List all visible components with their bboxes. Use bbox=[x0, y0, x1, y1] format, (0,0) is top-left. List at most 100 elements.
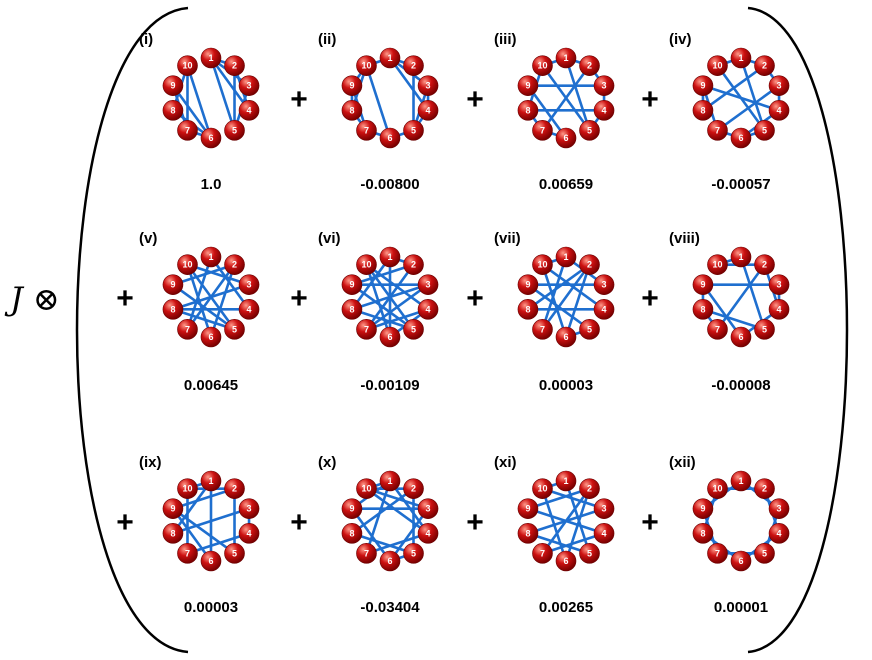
node-number: 2 bbox=[232, 61, 237, 71]
graph-node bbox=[768, 100, 790, 121]
node-number: 5 bbox=[762, 548, 767, 558]
graph-coefficient: 0.00645 bbox=[184, 377, 238, 394]
graph-node bbox=[417, 274, 439, 295]
graph-node bbox=[379, 47, 401, 69]
graph-edge bbox=[209, 263, 236, 339]
graph-node bbox=[162, 498, 184, 519]
node-number: 5 bbox=[587, 548, 592, 558]
node-number: 6 bbox=[387, 332, 392, 342]
graph-edge bbox=[350, 308, 415, 331]
node-number: 2 bbox=[762, 484, 767, 494]
node-number: 7 bbox=[715, 324, 720, 334]
node-number: 9 bbox=[525, 504, 530, 514]
graph-edge bbox=[716, 64, 766, 132]
graph-node bbox=[730, 550, 752, 572]
graph-edge bbox=[388, 507, 430, 563]
node-number: 8 bbox=[525, 105, 530, 115]
node-number: 6 bbox=[208, 332, 213, 342]
node-number: 9 bbox=[525, 280, 530, 290]
graph-edge bbox=[564, 56, 591, 132]
graph-coefficient: 0.00265 bbox=[539, 599, 593, 616]
graph-edge bbox=[186, 263, 236, 331]
graph-node bbox=[730, 127, 752, 149]
graph-node bbox=[593, 100, 615, 121]
node-number: 1 bbox=[208, 53, 213, 63]
graph-node bbox=[707, 478, 728, 499]
node-number: 10 bbox=[182, 260, 192, 270]
graph-node bbox=[517, 100, 539, 121]
graph-node bbox=[555, 47, 577, 69]
node-number: 10 bbox=[182, 61, 192, 71]
graph-node bbox=[162, 523, 184, 544]
graph-label: (iv) bbox=[669, 31, 692, 48]
plus-sign: + bbox=[466, 282, 484, 315]
graph-node bbox=[707, 543, 728, 564]
graph-node bbox=[692, 299, 714, 320]
graph-coefficient: -0.00109 bbox=[360, 377, 419, 394]
node-number: 3 bbox=[777, 504, 782, 514]
graph-edge bbox=[186, 532, 251, 555]
graph-edge bbox=[365, 532, 430, 555]
graph-node bbox=[692, 274, 714, 295]
node-number: 7 bbox=[540, 125, 545, 135]
node-number: 4 bbox=[426, 304, 431, 314]
graph-edge bbox=[541, 487, 591, 555]
graph-node bbox=[593, 523, 615, 544]
graph-edge bbox=[350, 283, 415, 331]
graph-node bbox=[754, 120, 775, 141]
graph-edge bbox=[739, 255, 766, 331]
graph-node bbox=[341, 523, 363, 544]
graph-node bbox=[707, 55, 728, 76]
node-number: 2 bbox=[587, 484, 592, 494]
node-number: 9 bbox=[700, 504, 705, 514]
node-number: 2 bbox=[411, 484, 416, 494]
graph-node bbox=[403, 55, 424, 76]
node-number: 3 bbox=[602, 280, 607, 290]
node-number: 8 bbox=[700, 528, 705, 538]
plus-sign: + bbox=[641, 83, 659, 116]
plus-sign: + bbox=[466, 83, 484, 116]
graph-node bbox=[768, 75, 790, 96]
node-number: 4 bbox=[426, 105, 431, 115]
right-parenthesis bbox=[747, 6, 849, 654]
node-number: 7 bbox=[540, 548, 545, 558]
graph-node bbox=[403, 319, 424, 340]
graph-label: (viii) bbox=[669, 230, 700, 247]
graph-edge bbox=[739, 56, 766, 132]
graph-node bbox=[754, 55, 775, 76]
node-number: 1 bbox=[738, 476, 743, 486]
graph-node bbox=[517, 498, 539, 519]
graph-label: (iii) bbox=[494, 31, 517, 48]
node-number: 8 bbox=[170, 304, 175, 314]
graph-node bbox=[517, 299, 539, 320]
node-number: 8 bbox=[349, 528, 354, 538]
node-number: 1 bbox=[387, 53, 392, 63]
node-number: 3 bbox=[602, 81, 607, 91]
graph-node bbox=[707, 254, 728, 275]
graph-node bbox=[379, 550, 401, 572]
graph-node bbox=[579, 319, 600, 340]
graph-node bbox=[517, 523, 539, 544]
graph-node bbox=[356, 55, 377, 76]
plus-sign: + bbox=[466, 506, 484, 539]
graph-edge bbox=[701, 308, 766, 331]
graph-node bbox=[379, 326, 401, 348]
prefix-symbol: J bbox=[10, 280, 23, 318]
graph-node bbox=[224, 120, 245, 141]
graph-node bbox=[768, 274, 790, 295]
node-number: 10 bbox=[361, 61, 371, 71]
graph-edge bbox=[701, 283, 743, 339]
node-number: 7 bbox=[540, 324, 545, 334]
graph-edge bbox=[365, 479, 392, 555]
node-number: 4 bbox=[777, 528, 782, 538]
node-number: 1 bbox=[563, 476, 568, 486]
node-number: 8 bbox=[170, 528, 175, 538]
graph-edge bbox=[171, 507, 236, 555]
graph-node bbox=[200, 550, 222, 572]
graph-node bbox=[417, 523, 439, 544]
graph-node bbox=[177, 254, 198, 275]
graph-node bbox=[177, 478, 198, 499]
